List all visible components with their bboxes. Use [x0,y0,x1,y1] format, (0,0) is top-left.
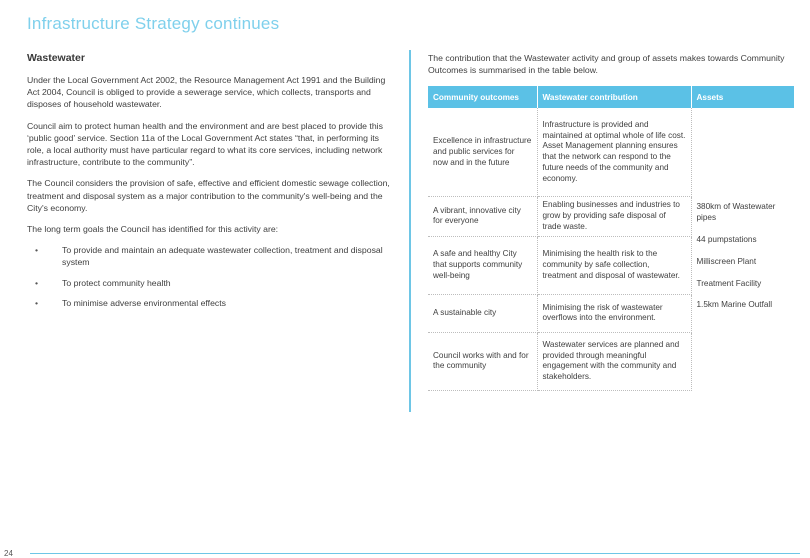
header-assets: Assets [691,86,794,109]
bullet-icon: • [35,297,39,308]
outcome-cell: A safe and healthy City that supports co… [428,236,538,295]
table-row: A sustainable city Minimising the risk o… [428,294,794,333]
page-title: Infrastructure Strategy continues [27,14,280,33]
list-item-text: To minimise adverse environmental effect… [62,297,227,308]
contribution-cell: Wastewater services are planned and prov… [537,332,692,391]
list-item: • To minimise adverse environmental effec… [27,297,395,309]
paragraph-goals-intro: The long term goals the Council has iden… [27,224,279,235]
asset-item: 1.5km Marine Outfall [696,300,773,310]
list-item-text: To protect community health [62,277,171,288]
asset-item: Milliscreen Plant [696,256,757,266]
asset-item: Treatment Facility [696,278,762,288]
section-heading: Wastewater [27,52,85,64]
assets-cell: 380km of Wastewater pipes 44 pumpstation… [691,108,794,390]
outcome-cell: Excellence in infrastructure and public … [428,108,538,197]
asset-item: 44 pumpstations [696,235,757,244]
table-row: Council works with and for the community… [428,332,794,391]
bullet-icon: • [35,245,39,256]
goals-list: • To provide and maintain an adequate was… [27,244,395,309]
table-intro: The contribution that the Wastewater act… [428,53,785,76]
table-row: A safe and healthy City that supports co… [428,236,794,295]
paragraph-contribution: The Council considers the provision of s… [27,178,390,213]
table-row: A vibrant, innovative city for everyone … [428,196,794,237]
header-community-outcomes: Community outcomes [428,86,538,109]
list-item: • To provide and maintain an adequate was… [27,244,395,268]
asset-item: 380km of Wastewater pipes [696,202,776,223]
contribution-cell: Enabling businesses and industries to gr… [537,196,692,237]
table-row: Excellence in infrastructure and public … [428,108,794,309]
table-header-row: Community outcomes Wastewater contributi… [428,86,794,109]
page-number: 24 [4,549,13,558]
column-divider [409,50,411,412]
outcome-cell: A vibrant, innovative city for everyone [428,196,538,237]
paragraph-legislation: Under the Local Government Act 2002, the… [27,75,386,110]
contribution-cell: Minimising the risk of wastewater overfl… [537,294,692,333]
footer-rule [30,553,800,554]
list-item-text: To provide and maintain an adequate wast… [62,245,383,268]
header-wastewater-contribution: Wastewater contribution [537,86,692,109]
left-column: Wastewater Under the Local Government Ac… [27,52,395,317]
outcome-cell: A sustainable city [428,294,538,333]
contribution-cell: Minimising the health risk to the commun… [537,236,692,295]
outcomes-table: Community outcomes Wastewater contributi… [428,86,794,391]
bullet-icon: • [35,277,39,288]
outcome-cell: Council works with and for the community [428,332,538,391]
list-item: • To protect community health [27,277,395,289]
paragraph-public-good: Council aim to protect human health and … [27,120,383,168]
contribution-cell: Infrastructure is provided and maintaine… [537,108,692,197]
right-column: The contribution that the Wastewater act… [428,52,796,391]
